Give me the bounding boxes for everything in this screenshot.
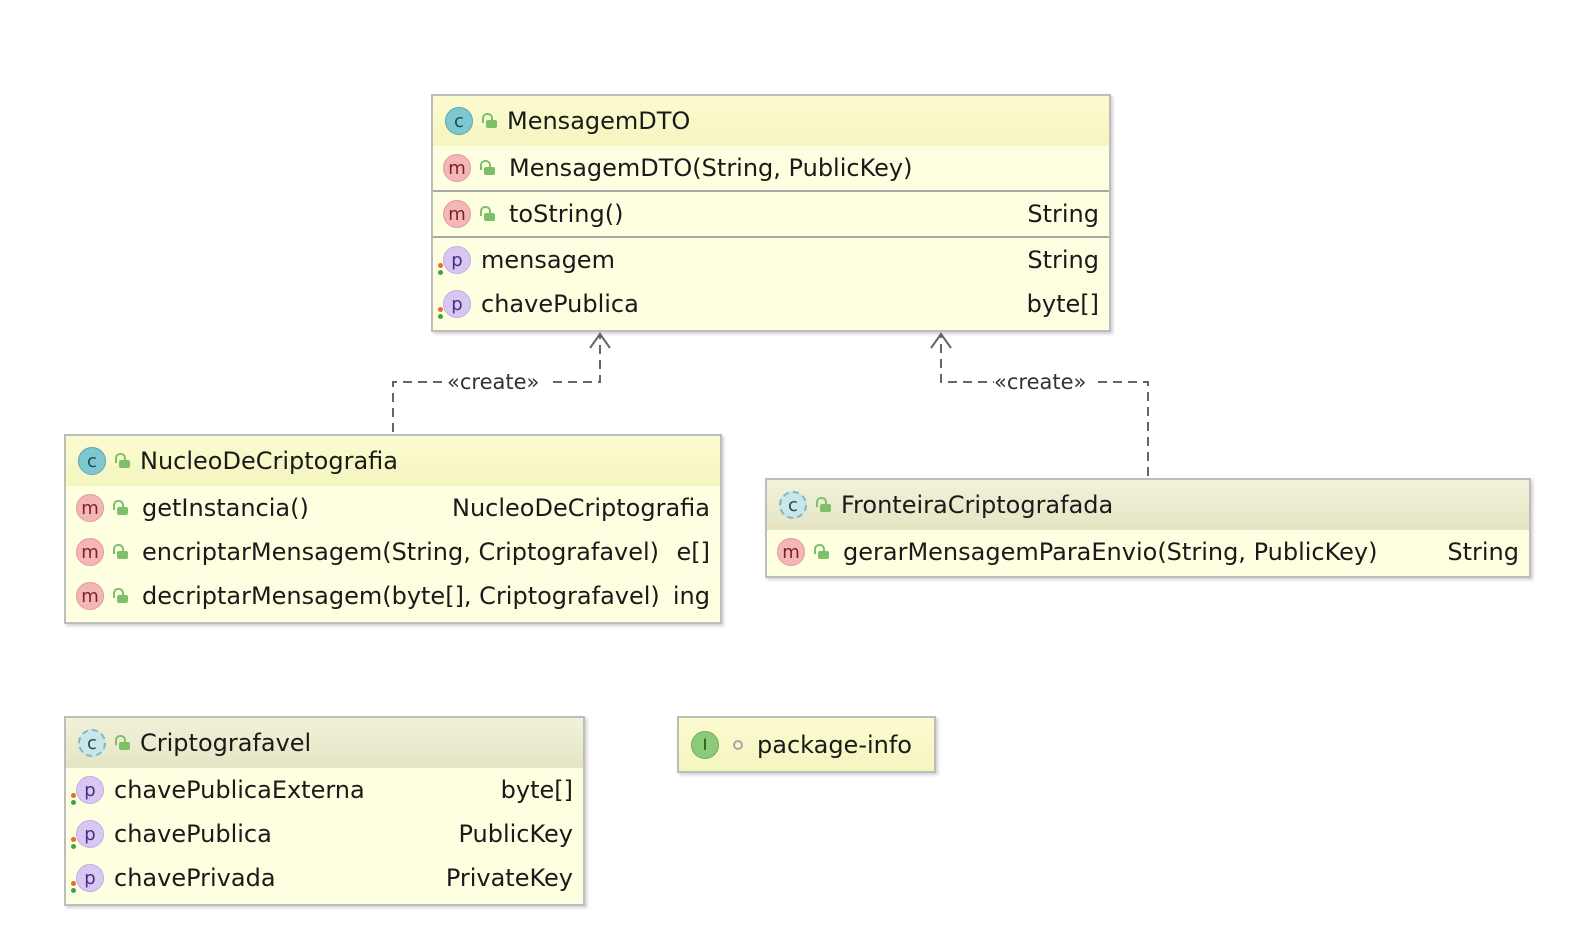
property-label: chavePublica <box>481 290 639 318</box>
create-link-fronteira[interactable] <box>940 334 1149 476</box>
property-row[interactable]: p chavePublicaExterna byte[] <box>66 768 583 812</box>
public-lock-icon <box>815 497 831 513</box>
class-fronteiracriptografada[interactable]: c FronteiraCriptografada m gerarMensagem… <box>765 478 1531 578</box>
public-lock-icon <box>479 160 495 176</box>
method-label: decriptarMensagem(byte[], Criptografavel… <box>142 582 660 610</box>
method-row[interactable]: m encriptarMensagem(String, Criptografav… <box>66 530 720 574</box>
method-icon: m <box>443 154 471 182</box>
property-icon: p <box>438 290 471 319</box>
method-row[interactable]: m toString() String <box>433 192 1109 236</box>
class-name: MensagemDTO <box>507 107 691 135</box>
class-header[interactable]: c NucleoDeCriptografia <box>66 436 720 486</box>
method-type: String <box>1027 200 1099 228</box>
class-header[interactable]: c MensagemDTO <box>433 96 1109 146</box>
class-name: FronteiraCriptografada <box>841 491 1114 519</box>
arrowhead-icon <box>930 332 952 349</box>
property-label: chavePublicaExterna <box>114 776 365 804</box>
class-header[interactable]: c FronteiraCriptografada <box>767 480 1529 530</box>
property-icon: p <box>71 820 104 849</box>
property-type: PrivateKey <box>445 864 573 892</box>
package-private-icon <box>733 739 743 750</box>
class-icon: c <box>78 447 106 475</box>
property-label: chavePublica <box>114 820 272 848</box>
public-lock-icon <box>112 588 128 604</box>
public-lock-icon <box>114 453 130 469</box>
method-label: getInstancia() <box>142 494 309 522</box>
method-label: gerarMensagemParaEnvio(String, PublicKey… <box>843 538 1378 566</box>
class-name: NucleoDeCriptografia <box>140 447 398 475</box>
method-type: String <box>1447 538 1519 566</box>
method-type: e[] <box>676 538 711 566</box>
property-type: byte[] <box>500 776 573 804</box>
property-type: byte[] <box>1026 290 1099 318</box>
property-icon: p <box>71 864 104 893</box>
method-type: NucleoDeCriptografia <box>452 494 710 522</box>
method-row[interactable]: m decriptarMensagem(byte[], Criptografav… <box>66 574 720 618</box>
method-icon: m <box>76 494 104 522</box>
public-lock-icon <box>114 735 130 751</box>
public-lock-icon <box>112 544 128 560</box>
create-label-2: «create» <box>994 370 1086 394</box>
public-lock-icon <box>481 113 497 129</box>
property-row[interactable]: p mensagem String <box>433 238 1109 282</box>
public-lock-icon <box>479 206 495 222</box>
abstract-class-icon: c <box>779 491 807 519</box>
property-icon: p <box>438 246 471 275</box>
class-header[interactable]: c Criptografavel <box>66 718 583 768</box>
class-name: Criptografavel <box>140 729 312 757</box>
method-icon: m <box>76 538 104 566</box>
method-icon: m <box>443 200 471 228</box>
class-criptografavel[interactable]: c Criptografavel p chavePublicaExterna b… <box>64 716 585 906</box>
method-label: toString() <box>509 200 624 228</box>
class-icon: c <box>445 107 473 135</box>
property-label: mensagem <box>481 246 615 274</box>
create-label-1: «create» <box>447 370 539 394</box>
constructor-row[interactable]: m MensagemDTO(String, PublicKey) <box>433 146 1109 190</box>
method-label: encriptarMensagem(String, Criptografavel… <box>142 538 660 566</box>
public-lock-icon <box>112 500 128 516</box>
abstract-method-icon: m <box>777 538 805 566</box>
property-row[interactable]: p chavePublica byte[] <box>433 282 1109 326</box>
method-type: ing <box>672 582 710 610</box>
property-row[interactable]: p chavePrivada PrivateKey <box>66 856 583 900</box>
arrowhead-icon <box>589 332 611 349</box>
property-icon: p <box>71 776 104 805</box>
property-type: PublicKey <box>458 820 573 848</box>
property-label: chavePrivada <box>114 864 276 892</box>
class-name: package-info <box>757 730 912 759</box>
method-icon: m <box>76 582 104 610</box>
divider <box>433 236 1109 238</box>
constructor-label: MensagemDTO(String, PublicKey) <box>509 154 913 182</box>
class-header[interactable]: I package-info <box>679 718 934 771</box>
property-row[interactable]: p chavePublica PublicKey <box>66 812 583 856</box>
class-mensagemdto[interactable]: c MensagemDTO m MensagemDTO(String, Publ… <box>431 94 1111 332</box>
interface-icon: I <box>691 730 719 759</box>
method-row[interactable]: m getInstancia() NucleoDeCriptografia <box>66 486 720 530</box>
abstract-class-icon: c <box>78 729 106 757</box>
public-lock-icon <box>813 544 829 560</box>
method-row[interactable]: m gerarMensagemParaEnvio(String, PublicK… <box>767 530 1529 574</box>
property-type: String <box>1027 246 1099 274</box>
class-nucleodecriptografia[interactable]: c NucleoDeCriptografia m getInstancia() … <box>64 434 722 624</box>
interface-package-info[interactable]: I package-info <box>677 716 936 773</box>
divider <box>433 190 1109 192</box>
